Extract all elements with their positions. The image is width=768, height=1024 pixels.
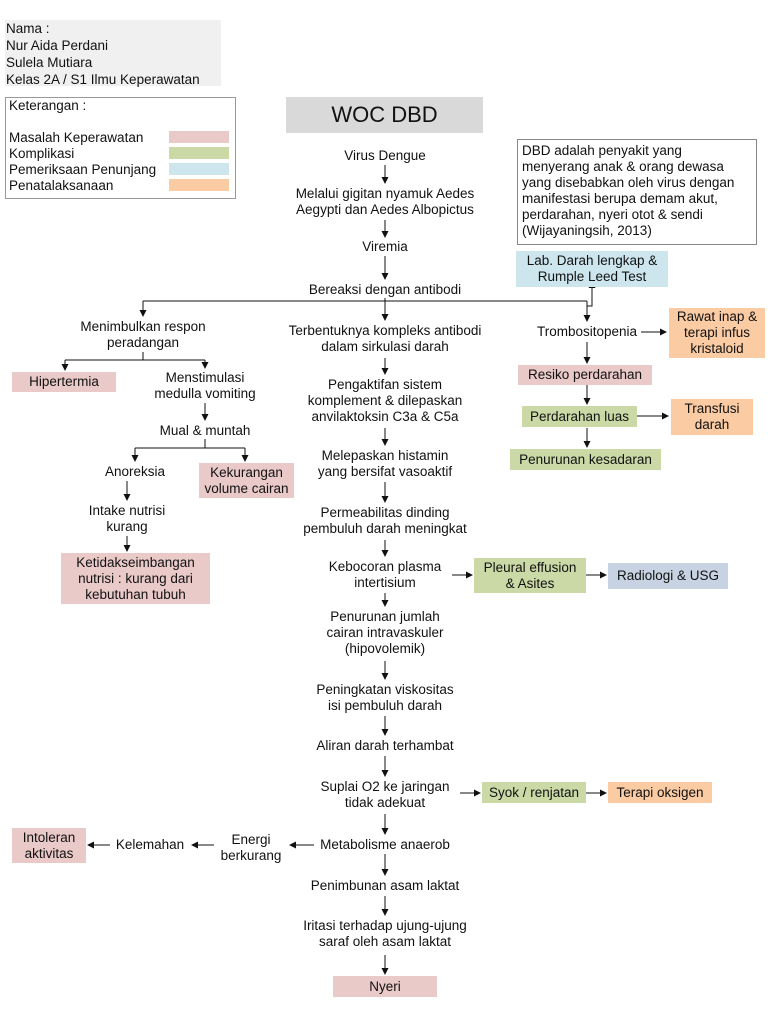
diagram-title: WOC DBD (286, 97, 483, 133)
legend: Keterangan : Masalah Keperawatan Komplik… (5, 97, 236, 199)
author-info: Nama : Nur Aida Perdani Sulela Mutiara K… (5, 20, 221, 87)
node-virus-dengue: Virus Dengue (344, 148, 426, 163)
node-hipertermia: Hipertermia (12, 372, 116, 392)
definition-line: (Wijayaningsih, 2013) (522, 223, 652, 238)
node-viremia: Viremia (362, 239, 408, 254)
node-penurunan-kesadaran: Penurunan kesadaran (510, 449, 661, 470)
node-mual-muntah: Mual & muntah (159, 423, 251, 438)
node-nyeri: Nyeri (333, 976, 437, 997)
node-aliran-darah: Aliran darah terhambat (316, 738, 454, 753)
legend-label-pemeriksaan: Pemeriksaan Penunjang (9, 162, 157, 177)
legend-label-komplikasi: Komplikasi (9, 146, 75, 161)
node-penimbunan-laktat: Penimbunan asam laktat (310, 878, 460, 893)
definition-line: DBD adalah penyakit yang (522, 143, 682, 158)
definition-line: perdarahan, nyeri otot & sendi (522, 207, 703, 222)
author-name-1: Nur Aida Perdani (6, 38, 109, 53)
author-name-2: Sulela Mutiara (6, 55, 93, 70)
legend-swatch-penatalaksanaan (169, 179, 229, 191)
node-metabolisme-anaerob: Metabolisme anaerob (320, 837, 450, 852)
node-terapi-oksigen: Terapi oksigen (608, 782, 712, 803)
definition-line: menyerang anak & orang dewasa (522, 159, 724, 174)
legend-title: Keterangan : (9, 98, 87, 113)
definition-line: manifestasi berupa demam akut, (522, 191, 718, 206)
class-info: Kelas 2A / S1 Ilmu Keperawatan (6, 72, 200, 87)
node-perdarahan-luas: Perdarahan luas (522, 406, 637, 427)
node-pleural-effusion: Pleural effusion& Asites (474, 558, 586, 593)
node-radiologi-usg: Radiologi & USG (608, 563, 728, 589)
node-lab-darah: Lab. Darah lengkap &Rumple Leed Test (516, 251, 668, 287)
legend-swatch-masalah (169, 131, 229, 143)
legend-label-penatalaksanaan: Penatalaksanaan (9, 178, 114, 193)
edge-trombo-lab (587, 281, 596, 307)
node-syok-renjatan: Syok / renjatan (482, 782, 586, 803)
legend-swatch-komplikasi (169, 147, 229, 159)
node-kelemahan: Kelemahan (115, 837, 185, 852)
node-bereaksi-antibodi: Bereaksi dengan antibodi (308, 282, 462, 297)
legend-swatch-pemeriksaan (169, 163, 229, 175)
definition-box: DBD adalah penyakit yang menyerang anak … (517, 139, 757, 245)
node-anoreksia: Anoreksia (104, 464, 166, 479)
legend-label-masalah: Masalah Keperawatan (9, 130, 144, 145)
node-resiko-perdarahan: Resiko perdarahan (518, 365, 652, 385)
name-label: Nama : (6, 21, 50, 36)
definition-line: yang disebabkan oleh virus dengan (522, 175, 735, 190)
node-trombositopenia: Trombositopenia (536, 324, 638, 339)
